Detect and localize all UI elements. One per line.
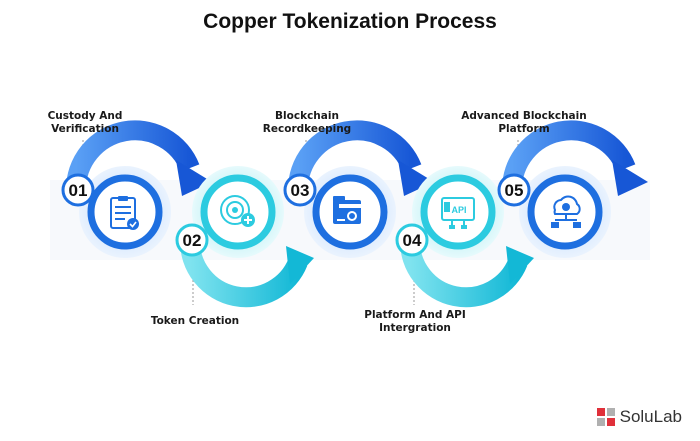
ring-04: [420, 174, 496, 250]
step-label-04-line2: Intergration: [379, 322, 451, 334]
arrowhead-05: [612, 160, 648, 196]
badge-04: [395, 223, 429, 257]
step-number-05: 05: [505, 181, 524, 200]
step-label-03-line1: Blockchain: [275, 110, 339, 122]
step-01: 01: [61, 120, 212, 258]
badge-01: [61, 173, 95, 207]
brand-name: SoluLab: [619, 407, 682, 426]
step-number-01: 01: [69, 181, 88, 200]
solulab-logo-icon: [596, 408, 615, 426]
step-02: 02: [175, 166, 314, 308]
diagram-title: Copper Tokenization Process: [203, 10, 497, 33]
badge-02: [175, 223, 209, 257]
arrowhead-02: [286, 246, 314, 284]
step-label-01-line1: Custody And: [47, 110, 123, 122]
step-label-01-line2: Verification: [51, 123, 119, 135]
checklist-document-icon: [110, 196, 139, 230]
ring-02: [200, 174, 276, 250]
badge-03: [283, 173, 317, 207]
ring-05: [527, 174, 603, 250]
arrowhead-03: [398, 160, 434, 196]
svg-text:API: API: [451, 205, 466, 215]
step-number-03: 03: [291, 181, 310, 200]
arc-arrow-05: [501, 120, 636, 191]
step-label-05: Advanced Blockchain Platform: [460, 110, 588, 136]
brand-logo: SoluLab: [596, 407, 682, 427]
token-coin-plus-icon: [220, 195, 255, 227]
arc-arrow-04: [399, 239, 528, 308]
step-label-03-line2: Recordkeeping: [262, 123, 352, 135]
cloud-bitcoin-network-icon: [551, 195, 581, 228]
step-label-02: Token Creation: [140, 315, 250, 328]
step-label-03: Blockchain Recordkeeping: [258, 110, 356, 136]
arc-arrow-03: [287, 120, 422, 191]
badge-05: [497, 173, 531, 207]
folder-gear-icon: [333, 196, 361, 224]
step-label-02-line1: Token Creation: [150, 315, 240, 327]
step-label-01: Custody And Verification: [42, 110, 128, 136]
arc-arrow-01: [65, 120, 200, 191]
step-number-04: 04: [403, 231, 422, 250]
step-label-04-line1: Platform And API: [364, 309, 466, 321]
step-label-05-line2: Platform: [498, 123, 550, 135]
step-05: 05: [497, 120, 648, 258]
arrowhead-04: [506, 246, 534, 284]
step-04: API 04: [395, 166, 534, 308]
arrowhead-01: [176, 160, 212, 196]
step-label-04: Platform And API Intergration: [356, 309, 474, 335]
step-label-05-line1: Advanced Blockchain: [461, 110, 587, 122]
arc-arrow-02: [179, 239, 308, 308]
step-number-02: 02: [183, 231, 202, 250]
api-monitor-icon: API: [441, 197, 475, 229]
step-03: 03: [283, 120, 434, 258]
